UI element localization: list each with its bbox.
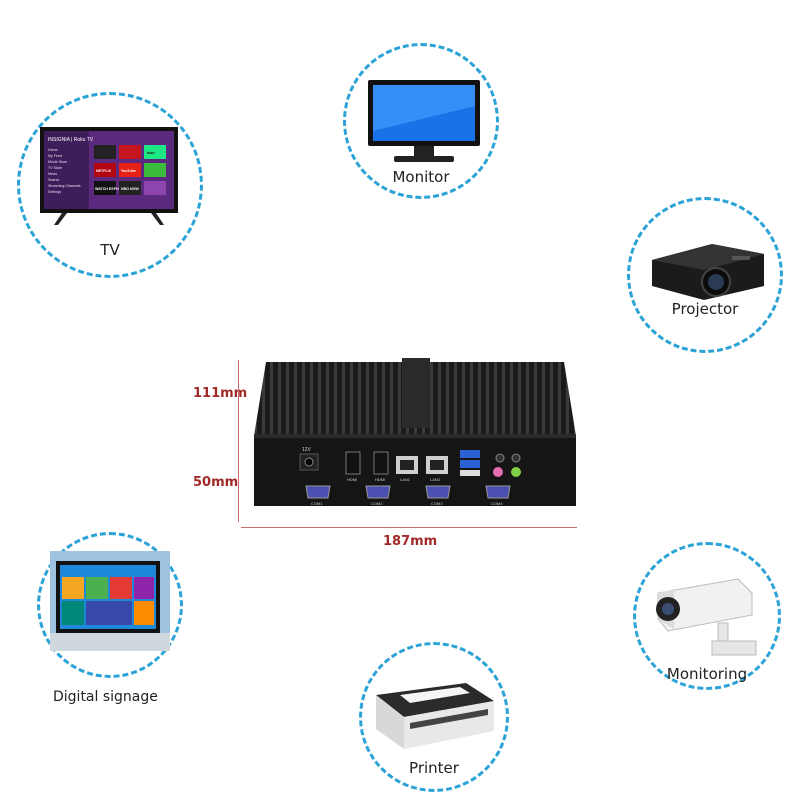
- port-label-lan2: LAN2: [430, 477, 441, 482]
- tv-menu-item: My Feed: [48, 154, 62, 158]
- tv-menu-item: Movie Store: [48, 160, 67, 164]
- port-label-com1: COM1: [311, 501, 323, 506]
- digital-signage-bubble: [37, 532, 183, 678]
- port-label-lan1: LAN1: [400, 477, 411, 482]
- tv-app-tile: WATCH ESPN: [95, 187, 119, 191]
- monitor-label: Monitor: [392, 168, 450, 186]
- tv-brand: INSIGNIA | Roku TV: [48, 137, 94, 143]
- tv-menu-item: Streaming Channels: [48, 184, 81, 188]
- port-label-dc: 12V: [302, 447, 312, 453]
- tv-app-tile: NETFLIX: [96, 169, 112, 173]
- port-label-hdmi2: HDMI: [375, 477, 385, 482]
- printer-bubble: Printer: [359, 642, 509, 792]
- tv-bubble: INSIGNIA | Roku TV Home My Feed Movie St…: [17, 92, 203, 278]
- digital-signage-label: Digital signage: [53, 689, 158, 705]
- tv-app-tile: HBO NOW: [121, 187, 139, 191]
- projector-bubble: Projector: [627, 197, 783, 353]
- monitoring-bubble: Monitoring: [633, 542, 781, 690]
- monitoring-label: Monitoring: [666, 665, 748, 683]
- digital-signage-icon: [50, 551, 170, 651]
- mini-pc-image: 12V HDMI HDMI LAN1 LAN2 COM1 COM2 COM3 C…: [254, 358, 576, 506]
- projector-label: Projector: [671, 300, 739, 318]
- printer-icon: [376, 683, 494, 749]
- dimension-line-vertical: [238, 360, 239, 522]
- tv-menu-item: Home: [48, 148, 58, 152]
- tv-icon: INSIGNIA | Roku TV Home My Feed Movie St…: [40, 127, 178, 225]
- port-label-com3: COM3: [431, 501, 443, 506]
- tv-label: TV: [100, 241, 120, 259]
- port-label-com4: COM4: [491, 501, 503, 506]
- tv-menu-item: Settings: [48, 190, 61, 194]
- dimension-width: 187mm: [383, 534, 438, 549]
- tv-app-tile: YouTube: [121, 169, 136, 173]
- port-label-hdmi1: HDMI: [347, 477, 357, 482]
- tv-app-tile: hulu: [147, 151, 155, 155]
- dimension-height-total: 111mm: [193, 386, 248, 401]
- printer-label: Printer: [409, 759, 459, 777]
- tv-menu-item: News: [48, 172, 57, 176]
- security-camera-icon: [656, 578, 757, 656]
- monitor-bubble: Monitor: [343, 43, 499, 199]
- projector-icon: [652, 244, 764, 300]
- monitor-icon: [368, 80, 480, 162]
- dimension-line-horizontal: [241, 527, 577, 528]
- tv-menu-item: TV Store: [48, 166, 62, 170]
- dimension-height-front: 50mm: [193, 475, 239, 490]
- tv-menu-item: Search: [48, 178, 59, 182]
- port-label-com2: COM2: [371, 501, 383, 506]
